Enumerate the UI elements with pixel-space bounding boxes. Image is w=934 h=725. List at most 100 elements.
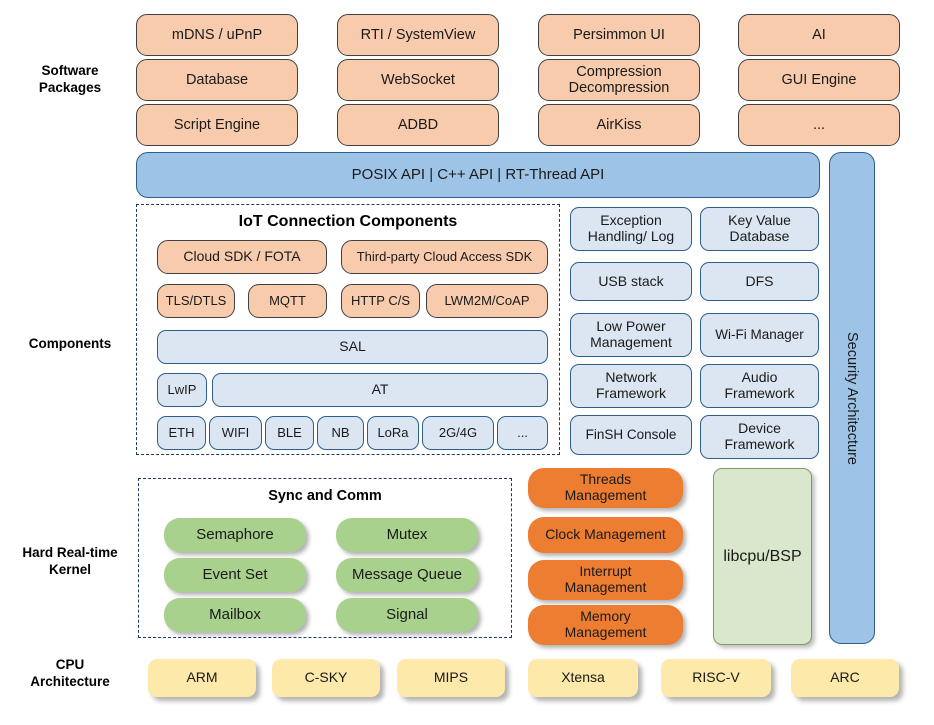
iot-label: HTTP C/S bbox=[351, 292, 410, 308]
iot-nb[interactable]: NB bbox=[317, 416, 364, 450]
package-ai[interactable]: AI bbox=[738, 14, 900, 56]
row-label-software-packages-line2: Packages bbox=[38, 79, 102, 95]
package-gui-engine[interactable]: GUI Engine bbox=[738, 59, 900, 101]
iot-ble[interactable]: BLE bbox=[265, 416, 314, 450]
iot-label: LoRa bbox=[377, 424, 409, 440]
cpu-label: ARM bbox=[186, 669, 218, 686]
component-label-line2: Framework bbox=[724, 436, 795, 452]
package-database[interactable]: Database bbox=[136, 59, 298, 101]
component-usb-stack[interactable]: USB stack bbox=[570, 262, 692, 301]
iot-wifi[interactable]: WIFI bbox=[209, 416, 262, 450]
cpu-arch-arm[interactable]: ARM bbox=[148, 659, 256, 697]
package-more[interactable]: ... bbox=[738, 104, 900, 146]
row-label-components-text: Components bbox=[28, 336, 112, 351]
component-label-line2: Management bbox=[590, 334, 672, 350]
iot-lora[interactable]: LoRa bbox=[367, 416, 419, 450]
kernel-label-line1: Threads bbox=[579, 471, 632, 488]
component-label-line2: Framework bbox=[595, 385, 666, 401]
security-architecture-label: Security Architecture bbox=[844, 331, 861, 465]
iot-label: LwIP bbox=[167, 381, 197, 397]
row-label-kernel-line2: Kernel bbox=[48, 561, 92, 577]
cpu-arch-risc-v[interactable]: RISC-V bbox=[661, 659, 771, 697]
component-exception-handling-log[interactable]: Exception Handling/ Log bbox=[570, 207, 692, 251]
row-label-cpu-line1: CPU bbox=[55, 657, 85, 672]
package-script-engine[interactable]: Script Engine bbox=[136, 104, 298, 146]
package-label: ... bbox=[812, 116, 826, 133]
component-label-line1: Device bbox=[738, 420, 781, 437]
kernel-label-line2: Management bbox=[564, 579, 647, 595]
iot-2g-4g[interactable]: 2G/4G bbox=[422, 416, 494, 450]
package-websocket[interactable]: WebSocket bbox=[337, 59, 499, 101]
row-label-components: Components bbox=[10, 336, 130, 353]
package-compression-decompression[interactable]: Compression Decompression bbox=[538, 59, 700, 101]
component-low-power-management[interactable]: Low Power Management bbox=[570, 313, 692, 357]
sync-mailbox[interactable]: Mailbox bbox=[164, 598, 306, 632]
package-label-line1: Compression bbox=[576, 63, 662, 80]
kernel-threads-management[interactable]: Threads Management bbox=[528, 468, 683, 508]
component-wifi-manager[interactable]: Wi-Fi Manager bbox=[700, 313, 819, 357]
iot-label: LWM2M/CoAP bbox=[444, 292, 530, 308]
package-rti-systemview[interactable]: RTI / SystemView bbox=[337, 14, 499, 56]
package-label: RTI / SystemView bbox=[360, 26, 476, 43]
kernel-interrupt-management[interactable]: Interrupt Management bbox=[528, 560, 683, 600]
iot-at[interactable]: AT bbox=[212, 373, 548, 407]
package-airkiss[interactable]: AirKiss bbox=[538, 104, 700, 146]
package-label: AirKiss bbox=[596, 116, 642, 133]
sync-semaphore[interactable]: Semaphore bbox=[164, 518, 306, 552]
cpu-arch-c-sky[interactable]: C-SKY bbox=[272, 659, 380, 697]
row-label-cpu-line2: Architecture bbox=[30, 673, 110, 689]
component-network-framework[interactable]: Network Framework bbox=[570, 364, 692, 408]
kernel-clock-management[interactable]: Clock Management bbox=[528, 517, 683, 553]
component-label-line2: Database bbox=[729, 228, 790, 244]
component-key-value-database[interactable]: Key Value Database bbox=[700, 207, 819, 251]
sync-message-queue[interactable]: Message Queue bbox=[336, 558, 478, 592]
iot-eth[interactable]: ETH bbox=[157, 416, 206, 450]
iot-more[interactable]: ... bbox=[497, 416, 548, 450]
api-bar: POSIX API | C++ API | RT-Thread API bbox=[136, 152, 820, 198]
sync-label: Mailbox bbox=[209, 605, 261, 623]
component-label: DFS bbox=[745, 272, 774, 289]
kernel-memory-management[interactable]: Memory Management bbox=[528, 605, 683, 645]
row-label-software-packages: Software Packages bbox=[10, 63, 130, 97]
component-dfs[interactable]: DFS bbox=[700, 262, 819, 301]
package-label: GUI Engine bbox=[781, 71, 857, 88]
iot-connection-components-box bbox=[136, 204, 560, 455]
package-persimmon-ui[interactable]: Persimmon UI bbox=[538, 14, 700, 56]
sync-and-comm-box bbox=[138, 478, 512, 638]
component-label-line1: Network bbox=[605, 369, 657, 386]
iot-label: SAL bbox=[339, 338, 366, 355]
component-audio-framework[interactable]: Audio Framework bbox=[700, 364, 819, 408]
iot-mqtt[interactable]: MQTT bbox=[248, 284, 327, 318]
api-bar-label: POSIX API | C++ API | RT-Thread API bbox=[351, 165, 605, 183]
sync-mutex[interactable]: Mutex bbox=[336, 518, 478, 552]
package-adbd[interactable]: ADBD bbox=[337, 104, 499, 146]
kernel-label-line1: Interrupt bbox=[579, 563, 632, 580]
cpu-arch-mips[interactable]: MIPS bbox=[397, 659, 505, 697]
iot-tls-dtls[interactable]: TLS/DTLS bbox=[157, 284, 235, 318]
cpu-label: MIPS bbox=[433, 669, 469, 686]
kernel-label-line2: Management bbox=[564, 487, 647, 503]
component-finsh-console[interactable]: FinSH Console bbox=[570, 415, 692, 455]
iot-label: MQTT bbox=[269, 292, 306, 308]
iot-label: TLS/DTLS bbox=[165, 292, 227, 308]
iot-cloud-sdk-fota[interactable]: Cloud SDK / FOTA bbox=[157, 240, 327, 274]
iot-third-party-cloud-access-sdk[interactable]: Third-party Cloud Access SDK bbox=[341, 240, 548, 274]
iot-lwip[interactable]: LwIP bbox=[157, 373, 207, 407]
component-label-line2: Framework bbox=[724, 385, 795, 401]
sync-title-text: Sync and Comm bbox=[268, 488, 382, 504]
component-label: Wi-Fi Manager bbox=[715, 327, 804, 343]
iot-http-cs[interactable]: HTTP C/S bbox=[341, 284, 420, 318]
iot-lwm2m-coap[interactable]: LWM2M/CoAP bbox=[426, 284, 548, 318]
sync-signal[interactable]: Signal bbox=[336, 598, 478, 632]
cpu-arch-arc[interactable]: ARC bbox=[791, 659, 899, 697]
component-device-framework[interactable]: Device Framework bbox=[700, 415, 819, 459]
iot-sal[interactable]: SAL bbox=[157, 330, 548, 364]
sync-event-set[interactable]: Event Set bbox=[164, 558, 306, 592]
row-label-hard-realtime-kernel: Hard Real-time Kernel bbox=[5, 545, 135, 579]
package-mdns-upnp[interactable]: mDNS / uPnP bbox=[136, 14, 298, 56]
row-label-kernel-line1: Hard Real-time bbox=[22, 545, 118, 560]
libcpu-bsp[interactable]: libcpu/BSP bbox=[713, 468, 812, 645]
cpu-arch-xtensa[interactable]: Xtensa bbox=[528, 659, 638, 697]
package-label: WebSocket bbox=[381, 71, 455, 88]
